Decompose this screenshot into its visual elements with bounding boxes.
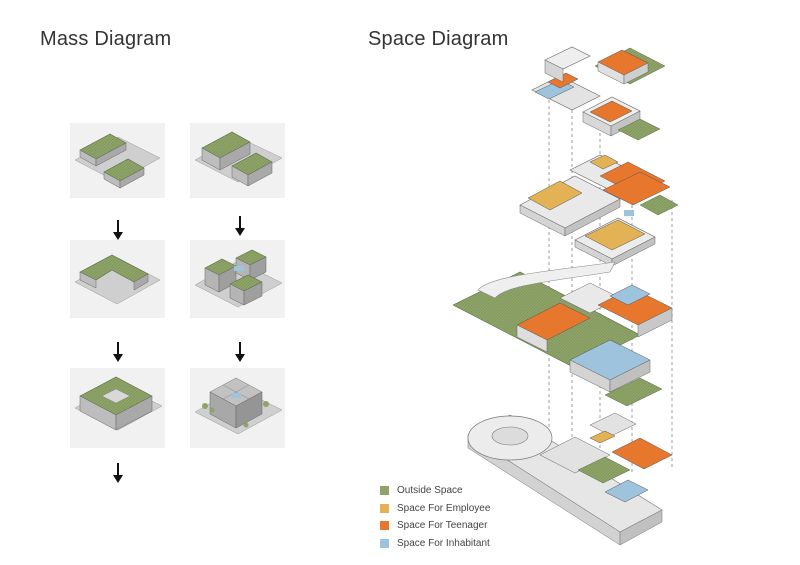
arrow-down-icon bbox=[113, 342, 123, 362]
space-level-3 bbox=[519, 154, 679, 267]
space-level-1 bbox=[467, 412, 673, 546]
legend-label: Space For Inhabitant bbox=[397, 537, 490, 549]
legend-label: Space For Teenager bbox=[397, 520, 488, 532]
mass-step-1 bbox=[70, 123, 165, 198]
space-level-4 bbox=[531, 46, 666, 141]
arrow-down-icon bbox=[113, 463, 123, 483]
arrow-down-icon bbox=[113, 220, 123, 240]
mass-diagram-title: Mass Diagram bbox=[40, 28, 172, 50]
legend-item-outside: Outside Space bbox=[380, 482, 490, 500]
mass-step-2 bbox=[70, 240, 165, 318]
mass-step-3b bbox=[190, 368, 285, 448]
legend-item-inhabitant: Space For Inhabitant bbox=[380, 535, 490, 553]
legend-item-employee: Space For Employee bbox=[380, 500, 490, 518]
space-level-2 bbox=[452, 261, 673, 407]
legend-swatch bbox=[380, 503, 389, 513]
legend-label: Space For Employee bbox=[397, 502, 491, 514]
mass-step-3 bbox=[70, 368, 165, 448]
space-diagram-title: Space Diagram bbox=[368, 28, 509, 50]
mass-step-2b bbox=[190, 240, 285, 318]
legend-swatch bbox=[380, 538, 389, 548]
legend-swatch bbox=[380, 521, 389, 531]
arrow-down-icon bbox=[235, 342, 245, 362]
legend: Outside Space Space For Employee Space F… bbox=[380, 482, 490, 552]
legend-item-teenager: Space For Teenager bbox=[380, 517, 490, 535]
mass-step-1b bbox=[190, 123, 285, 198]
legend-label: Outside Space bbox=[397, 485, 463, 497]
legend-swatch bbox=[380, 486, 389, 496]
arrow-down-icon bbox=[235, 216, 245, 236]
